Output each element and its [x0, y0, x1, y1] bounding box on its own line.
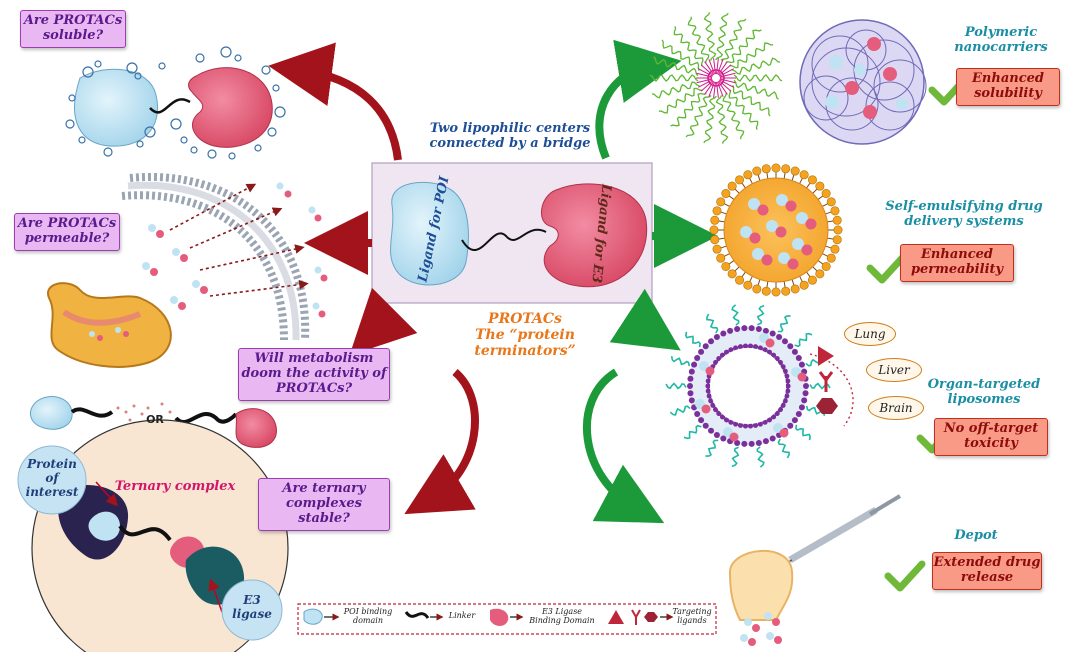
arrow-to-depot	[583, 368, 665, 524]
arrow-to-liposomes	[609, 288, 681, 351]
result-permeability: Enhanced permeability	[900, 244, 1014, 282]
sedds-droplet	[709, 163, 843, 297]
e3-ligase-bubble	[221, 579, 283, 641]
small-protac-dots	[142, 182, 328, 318]
targeting-ligand-icons	[809, 346, 854, 427]
protac-subtitle: PROTACs The “protein terminators”	[474, 311, 576, 360]
depot-illustration	[728, 494, 902, 646]
center-protac-panel	[371, 162, 653, 304]
arrow-to-polymeric	[595, 39, 682, 160]
legend-antibody-icon	[631, 609, 641, 625]
polymeric-micelle	[649, 12, 783, 144]
stomach-illustration	[47, 282, 172, 368]
ternary-complex-label: Ternary complex	[114, 479, 236, 494]
linker-wire	[461, 228, 547, 251]
result-release: Extended drug release	[932, 552, 1042, 590]
legend-hexagon-icon	[644, 612, 658, 622]
e3-ligand-shape	[541, 183, 648, 288]
protein-of-interest-label: Protein of interest	[25, 457, 79, 499]
poi-ligand-shape	[390, 181, 469, 286]
check-icon	[884, 560, 926, 592]
result-solubility: Enhanced solubility	[956, 68, 1060, 106]
arrow-to-solubility	[268, 42, 402, 161]
green-arrows	[583, 39, 718, 524]
lipid-bilayer-membrane	[121, 172, 310, 341]
metabolized-protac	[29, 396, 277, 448]
organ-brain: Brain	[868, 396, 924, 420]
legend-targeting-label: Targeting ligands	[672, 607, 712, 625]
organ-liver: Liver	[866, 358, 922, 382]
targeted-liposome	[665, 304, 831, 468]
depot-label: Depot	[954, 528, 998, 543]
sedds-label: Self-emulsifying drug delivery systems	[885, 199, 1043, 229]
result-toxicity: No off-target toxicity	[934, 418, 1048, 456]
permeating-molecules	[169, 183, 309, 297]
legend-poi-icon	[303, 608, 323, 625]
question-soluble: Are PROTACs soluble?	[20, 10, 126, 48]
question-metabolism: Will metabolism doom the activity of PRO…	[238, 348, 390, 401]
legend-triangle-icon	[608, 610, 624, 624]
protein-of-interest-bubble	[17, 445, 87, 515]
soluble-protac-illustration	[65, 46, 286, 160]
legend-poi-label: POI binding domain	[343, 607, 393, 625]
legend-linker-label: Linker	[448, 611, 476, 620]
question-permeable: Are PROTACs permeable?	[14, 213, 120, 251]
legend-e3-icon	[490, 608, 509, 626]
legend-e3-label: E3 Ligase Binding Domain	[529, 607, 595, 625]
arrow-to-ternary	[404, 368, 479, 515]
red-arrows	[268, 42, 479, 515]
organ-lung: Lung	[844, 322, 896, 346]
arrow-to-metabolism	[349, 287, 418, 356]
legend-bar	[297, 603, 717, 635]
check-icon	[866, 252, 908, 284]
liposomes-label: Organ-targeted liposomes	[927, 377, 1041, 407]
question-ternary: Are ternary complexes stable?	[258, 478, 390, 531]
legend-linker-icon	[404, 611, 430, 619]
polymeric-nanoparticle	[799, 19, 927, 145]
polymeric-nanocarriers-label: Polymeric nanocarriers	[954, 25, 1048, 55]
or-label: OR	[146, 413, 164, 426]
center-title: Two lipophilic centers connected by a br…	[429, 121, 591, 151]
e3-ligase-label: E3 ligase	[232, 593, 272, 621]
